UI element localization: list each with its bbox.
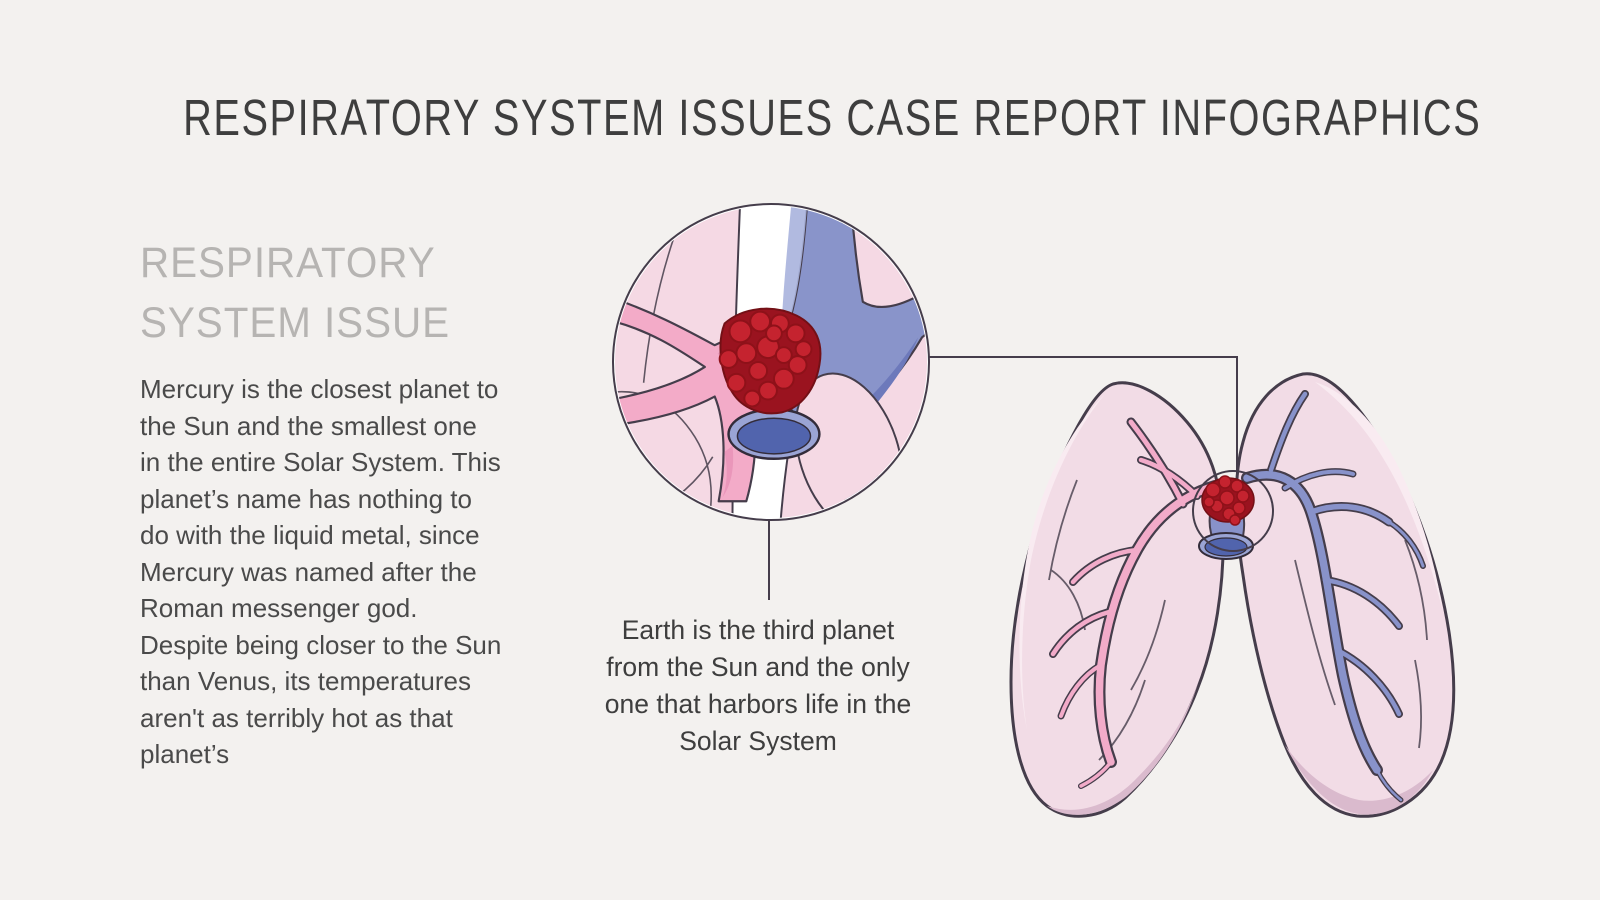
- connector-line-vertical: [1236, 356, 1238, 473]
- embolism-zoom-circle: [612, 203, 930, 521]
- connector-line-caption: [768, 519, 770, 600]
- lungs-illustration: [985, 360, 1475, 835]
- lungs-with-embolism-icon: [1009, 372, 1456, 818]
- section-heading: RESPIRATORY SYSTEM ISSUE: [140, 239, 451, 347]
- header: RESPIRATORY SYSTEM ISSUES CASE REPORT IN…: [0, 88, 1600, 147]
- vessel-opening: [736, 417, 812, 455]
- section-body-text: Mercury is the closest planet to the Sun…: [140, 374, 502, 769]
- vessel-opening: [1204, 537, 1248, 557]
- pulmonary-embolism-closeup-icon: [614, 205, 928, 519]
- embolism-site: [1192, 470, 1274, 560]
- page-title: RESPIRATORY SYSTEM ISSUES CASE REPORT IN…: [183, 89, 1482, 146]
- connector-line-horizontal: [928, 356, 1238, 358]
- highlight-circle: [1192, 470, 1274, 552]
- blood-clot-cells: [1203, 475, 1250, 526]
- left-panel: RESPIRATORY SYSTEM ISSUE Mercury is the …: [140, 233, 512, 773]
- callout-caption: Earth is the third planet from the Sun a…: [604, 615, 912, 756]
- pulmonary-vein-tree: [1241, 390, 1426, 803]
- pulmonary-artery-tree: [1049, 417, 1221, 789]
- blood-clot-cells: [718, 310, 813, 408]
- vein-shade: [868, 337, 919, 409]
